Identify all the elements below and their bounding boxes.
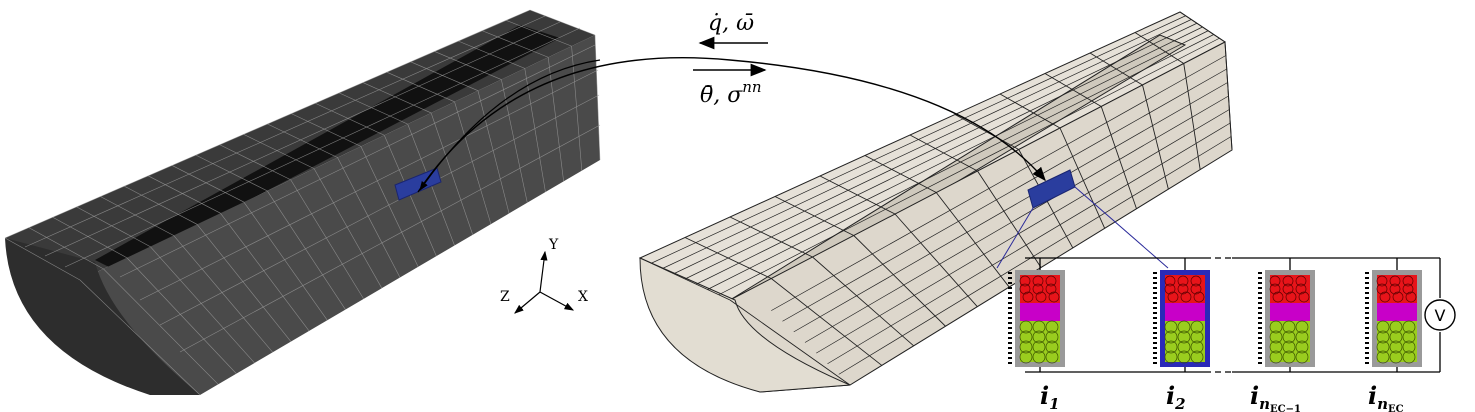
separator-layer: [1165, 303, 1205, 321]
cell-3: [1258, 258, 1315, 372]
cell-label-3: inEC−1: [1250, 381, 1301, 412]
separator-layer: [1020, 303, 1060, 321]
anode-layer: [1270, 321, 1310, 362]
cell-2: [1153, 258, 1210, 372]
return-arrow: [419, 59, 601, 191]
left-mesh-model: [4, 9, 601, 396]
electrochemical-cells: [1008, 258, 1422, 372]
cathode-layer: [1020, 275, 1060, 303]
left-mesh-side-face: [80, 35, 600, 395]
coordinate-axes: Y X Z: [500, 237, 588, 314]
cell-1: [1008, 258, 1065, 372]
cell-label-4: inEC: [1368, 381, 1404, 412]
axis-y-label: Y: [548, 237, 559, 253]
cell-labels: i1 i2 inEC−1 inEC: [1040, 381, 1404, 412]
zoom-line-left: [996, 207, 1034, 269]
axis-z-label: Z: [500, 289, 510, 305]
cell-label-2: i2: [1166, 381, 1186, 412]
upper-exchange-label: q̇, ω̄: [708, 11, 754, 36]
voltmeter-icon: [1424, 299, 1456, 331]
right-mesh-end-cap: [639, 257, 851, 393]
cathode-layer: [1165, 275, 1205, 303]
voltmeter-label: V: [1435, 306, 1446, 325]
cell-4: [1365, 258, 1422, 372]
lower-exchange-label: θ̄, σnn: [700, 78, 762, 108]
cell-label-1: i1: [1040, 381, 1060, 412]
anode-layer: [1165, 321, 1205, 362]
anode-layer: [1377, 321, 1417, 362]
zoom-line-right: [1074, 186, 1169, 269]
separator-layer: [1270, 303, 1310, 321]
right-mesh-model: [638, 11, 1233, 393]
separator-layer: [1377, 303, 1417, 321]
cathode-layer: [1377, 275, 1417, 303]
anode-layer: [1020, 321, 1060, 362]
scale-coupling-arrow: [417, 57, 1046, 193]
cathode-layer: [1270, 275, 1310, 303]
axis-x-label: X: [578, 289, 588, 305]
equivalent-circuit: V: [1025, 257, 1456, 373]
left-mesh-end-cap: [5, 238, 200, 395]
